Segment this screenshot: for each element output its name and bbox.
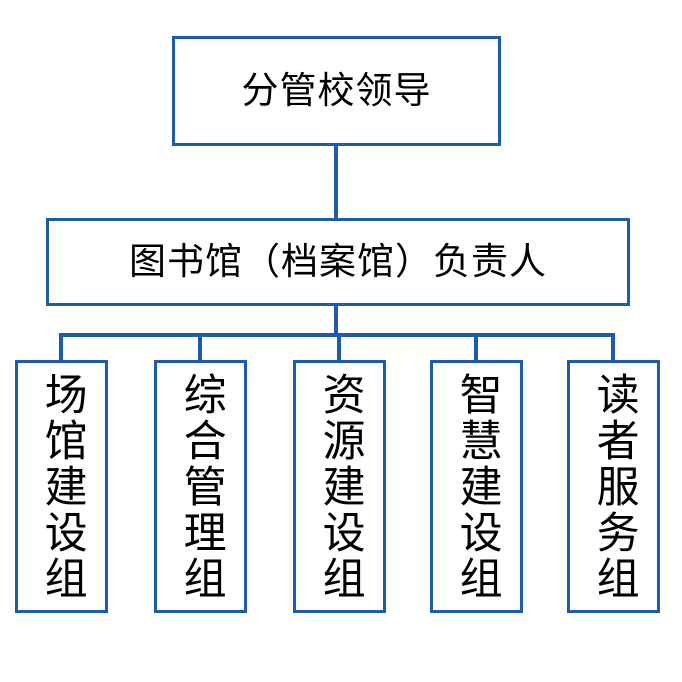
connector-bar-to-leaf-2 — [337, 333, 341, 362]
node-reader-services-group[interactable]: 读者服务组 — [567, 360, 660, 613]
node-label: 资源建设组 — [316, 371, 364, 602]
node-label: 图书馆（档案馆）负责人 — [129, 241, 547, 283]
connector-bar-to-leaf-3 — [474, 333, 478, 362]
node-label: 分管校领导 — [241, 70, 432, 112]
connector-bar-to-leaf-4 — [611, 333, 615, 362]
node-label: 场馆建设组 — [38, 371, 86, 602]
connector-bar-to-leaf-1 — [198, 333, 202, 362]
node-venue-construction-group[interactable]: 场馆建设组 — [15, 360, 108, 613]
node-label: 综合管理组 — [177, 371, 225, 602]
node-library-archives-director[interactable]: 图书馆（档案馆）负责人 — [46, 218, 630, 306]
connector-mid-to-bar — [334, 304, 338, 335]
connector-top-to-mid — [334, 145, 338, 220]
node-supervising-school-leader[interactable]: 分管校领导 — [172, 36, 501, 146]
node-label: 读者服务组 — [590, 371, 638, 602]
connector-bar-to-leaf-0 — [59, 333, 63, 362]
node-label: 智慧建设组 — [453, 371, 501, 602]
node-resource-construction-group[interactable]: 资源建设组 — [293, 360, 386, 613]
node-smart-construction-group[interactable]: 智慧建设组 — [430, 360, 523, 613]
node-general-management-group[interactable]: 综合管理组 — [154, 360, 247, 613]
